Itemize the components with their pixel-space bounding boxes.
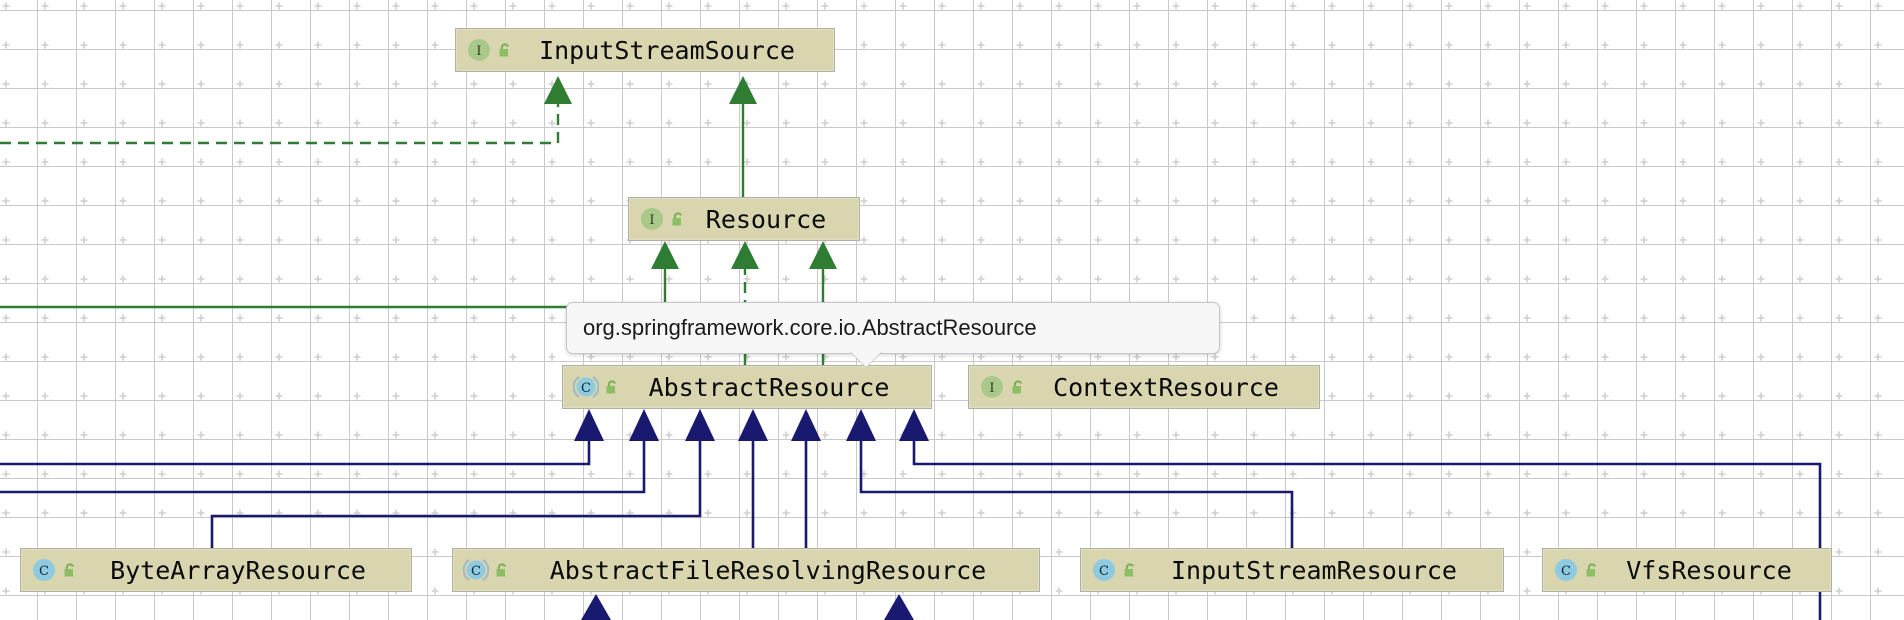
svg-text:C: C (581, 381, 591, 396)
abstract-class-icon: C (573, 374, 599, 400)
edge-class-bytearrayresource (210, 441, 702, 548)
svg-text:I: I (989, 381, 994, 396)
arrowhead-abstractresource-4 (738, 409, 768, 441)
arrowhead-resource-left (651, 241, 679, 269)
svg-text:C: C (1099, 564, 1109, 579)
arrowhead-abstractresource-7 (899, 409, 929, 441)
tooltip-qualified-name: org.springframework.core.io.AbstractReso… (566, 302, 1220, 354)
edge-class-right-mid (859, 441, 1294, 548)
edge-extends-offscreen-to-resource (0, 265, 667, 309)
node-label: AbstractResource (648, 372, 890, 402)
node-label: ByteArrayResource (110, 555, 366, 585)
arrowhead-abstractresource-6 (846, 409, 876, 441)
node-input-stream-source[interactable]: I InputStreamSource (455, 28, 835, 72)
svg-text:C: C (39, 564, 49, 579)
class-icon: C (1091, 557, 1117, 583)
svg-text:C: C (471, 564, 481, 579)
unlock-icon (1581, 559, 1603, 581)
unlock-icon (667, 208, 689, 230)
arrowhead-resource-right (809, 241, 837, 269)
edge-implements-inputstreamsource-left (0, 100, 560, 145)
node-context-resource[interactable]: I ContextResource (968, 365, 1320, 409)
node-label: ContextResource (1053, 372, 1279, 402)
unlock-icon (601, 376, 623, 398)
node-label: VfsResource (1626, 555, 1792, 585)
class-edges (0, 409, 1822, 620)
node-abstract-file-resolving-resource[interactable]: C AbstractFileResolvingResource (452, 548, 1040, 592)
node-abstract-resource[interactable]: C AbstractResource (562, 365, 932, 409)
arrowhead-abstractfileresolving-2 (884, 594, 914, 620)
node-label: Resource (705, 204, 827, 234)
edge-class-offscreen-left-b (0, 441, 646, 494)
node-byte-array-resource[interactable]: C ByteArrayResource (20, 548, 412, 592)
edge-class-vfsresource (912, 441, 1822, 548)
arrowhead-inputstreamsource-center (729, 76, 757, 104)
tooltip-pointer (850, 351, 882, 367)
unlock-icon (494, 39, 516, 61)
interface-icon: I (979, 374, 1005, 400)
arrowhead-abstractresource-2 (629, 409, 659, 441)
tooltip-text: org.springframework.core.io.AbstractReso… (583, 315, 1037, 340)
node-vfs-resource[interactable]: C VfsResource (1542, 548, 1832, 592)
interface-icon: I (639, 206, 665, 232)
edge-class-offscreen-left-a (0, 441, 591, 466)
node-input-stream-resource[interactable]: C InputStreamResource (1080, 548, 1504, 592)
unlock-icon (1119, 559, 1141, 581)
arrowhead-resource-center (731, 241, 759, 269)
class-icon: C (1553, 557, 1579, 583)
interface-icon: I (466, 37, 492, 63)
class-icon: C (31, 557, 57, 583)
arrowhead-abstractresource-3 (685, 409, 715, 441)
arrowhead-abstractfileresolving-1 (581, 594, 611, 620)
svg-text:C: C (1561, 564, 1571, 579)
arrowhead-abstractresource-5 (791, 409, 821, 441)
node-resource[interactable]: I Resource (628, 197, 860, 241)
node-label: InputStreamResource (1171, 555, 1457, 585)
arrowhead-inputstreamsource-left (544, 76, 572, 104)
node-label: AbstractFileResolvingResource (549, 555, 987, 585)
svg-text:I: I (476, 44, 481, 59)
unlock-icon (491, 559, 513, 581)
node-label: InputStreamSource (539, 35, 795, 65)
unlock-icon (1007, 376, 1029, 398)
svg-text:I: I (649, 213, 654, 228)
unlock-icon (59, 559, 81, 581)
abstract-class-icon: C (463, 557, 489, 583)
arrowhead-abstractresource-1 (574, 409, 604, 441)
